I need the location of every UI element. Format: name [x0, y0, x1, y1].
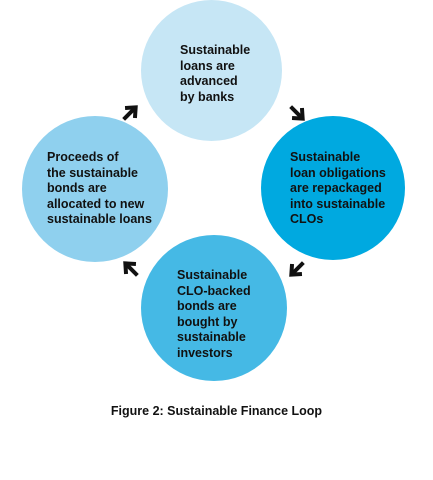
circle-proceeds-allocated — [22, 116, 168, 262]
circle-bonds-bought — [141, 235, 287, 381]
flow-arrows — [122, 105, 305, 277]
arrow-bottom-to-left-icon — [123, 261, 139, 277]
arrow-right-to-bottom-icon — [289, 261, 305, 277]
circle-loans-repackaged — [261, 116, 405, 260]
figure-caption: Figure 2: Sustainable Finance Loop — [110, 404, 323, 418]
arrow-top-to-right-icon — [289, 105, 305, 121]
circle-loans-advanced — [141, 0, 282, 141]
arrow-left-to-top-icon — [122, 105, 138, 121]
